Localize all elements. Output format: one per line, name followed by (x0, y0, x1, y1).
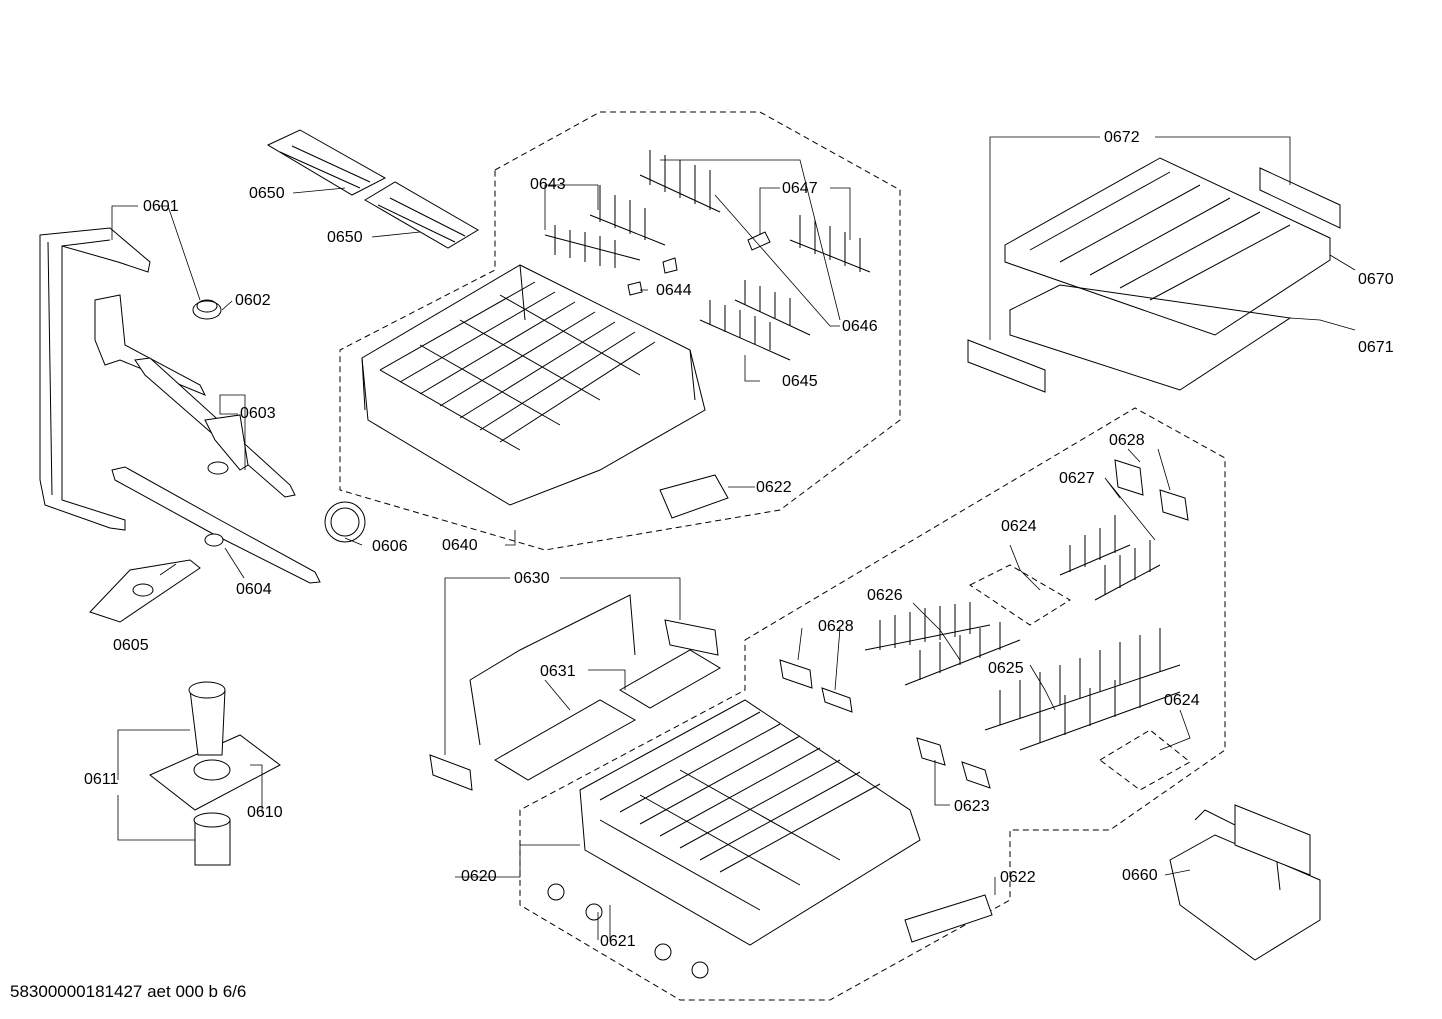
filter-disc (324, 501, 366, 543)
callout-0605: 0605 (113, 637, 149, 654)
callout-0624-upper: 0624 (1001, 518, 1037, 535)
callout-0628-lower: 0628 (818, 618, 854, 635)
rack-insert-lower (364, 181, 479, 249)
wheels-0621 (547, 883, 709, 979)
callout-0631: 0631 (540, 663, 576, 680)
callout-0644: 0644 (656, 282, 692, 299)
callout-0621: 0621 (600, 933, 636, 950)
callout-0622-lower: 0622 (1000, 869, 1036, 886)
callout-0647: 0647 (782, 180, 818, 197)
callout-0602: 0602 (235, 292, 271, 309)
callout-0620: 0620 (461, 868, 497, 885)
bracket-0630 (429, 619, 719, 791)
callout-0640: 0640 (442, 537, 478, 554)
upper-basket-group-outline (339, 111, 901, 551)
lower-basket (579, 699, 921, 946)
basket-handle-lower (904, 894, 993, 943)
spray-arm-supply-pipe (39, 227, 151, 531)
clip-0647 (747, 231, 771, 251)
callout-0610: 0610 (247, 804, 283, 821)
callout-0671: 0671 (1358, 339, 1394, 356)
folding-tines-0626 (864, 602, 1021, 686)
spray-arm-nut (192, 299, 222, 320)
callout-0624-lower: 0624 (1164, 692, 1200, 709)
rack-insert-upper (266, 129, 387, 196)
callout-0630: 0630 (514, 570, 550, 587)
cutlery-drawer-0670 (1004, 157, 1331, 336)
insert-0631 (494, 649, 721, 781)
upper-basket (361, 264, 706, 506)
callout-0645: 0645 (782, 373, 818, 390)
callout-0625: 0625 (988, 660, 1024, 677)
clips-0628-lower (779, 659, 853, 713)
callout-0623: 0623 (954, 798, 990, 815)
drawer-frame-0671 (1009, 284, 1292, 391)
wire-holder-0630 (469, 594, 636, 746)
callout-0611: 0611 (84, 771, 119, 788)
callout-0622-upper: 0622 (756, 479, 792, 496)
callout-0646: 0646 (842, 318, 878, 335)
callout-0604: 0604 (236, 581, 272, 598)
cup-rack-tines-0647 (789, 215, 871, 273)
fine-filter (188, 681, 231, 866)
leader-lines (111, 136, 1356, 940)
callout-0601: 0601 (143, 198, 179, 215)
document-id: 58300000181427 aet 000 b 6/6 (10, 982, 247, 1001)
cutlery-basket (1169, 804, 1321, 961)
callout-0670: 0670 (1358, 271, 1394, 288)
callout-0626: 0626 (867, 587, 903, 604)
cup-rack-tines-0643 (544, 185, 666, 268)
callout-0672: 0672 (1104, 129, 1140, 146)
callout-0606: 0606 (372, 538, 408, 555)
callout-0603: 0603 (240, 405, 276, 422)
callout-0628-upper: 0628 (1109, 432, 1145, 449)
callout-0650-lower: 0650 (327, 229, 363, 246)
folding-tines-0627 (1059, 515, 1161, 601)
clip-sets-0624 (969, 564, 1191, 791)
lower-spray-arm (111, 466, 321, 584)
folding-tines-0645 (699, 280, 811, 361)
clips-0623 (916, 737, 991, 789)
clip-0644 (627, 257, 678, 296)
cup-rack-tines-0646 (639, 150, 721, 213)
rail-0672-left (967, 339, 1046, 393)
upper-spray-arm (94, 294, 296, 498)
clips-0628-upper (1114, 459, 1189, 521)
lower-basket-group-outline (519, 407, 1226, 1001)
callout-0660: 0660 (1122, 867, 1158, 884)
callout-0650-upper: 0650 (249, 185, 285, 202)
callout-0627: 0627 (1059, 470, 1095, 487)
basket-handle-upper (659, 474, 729, 519)
callout-0643: 0643 (530, 176, 566, 193)
folding-tines-0625 (984, 628, 1181, 751)
rail-0672-right (1259, 167, 1341, 229)
spray-arm-cover (89, 559, 201, 623)
